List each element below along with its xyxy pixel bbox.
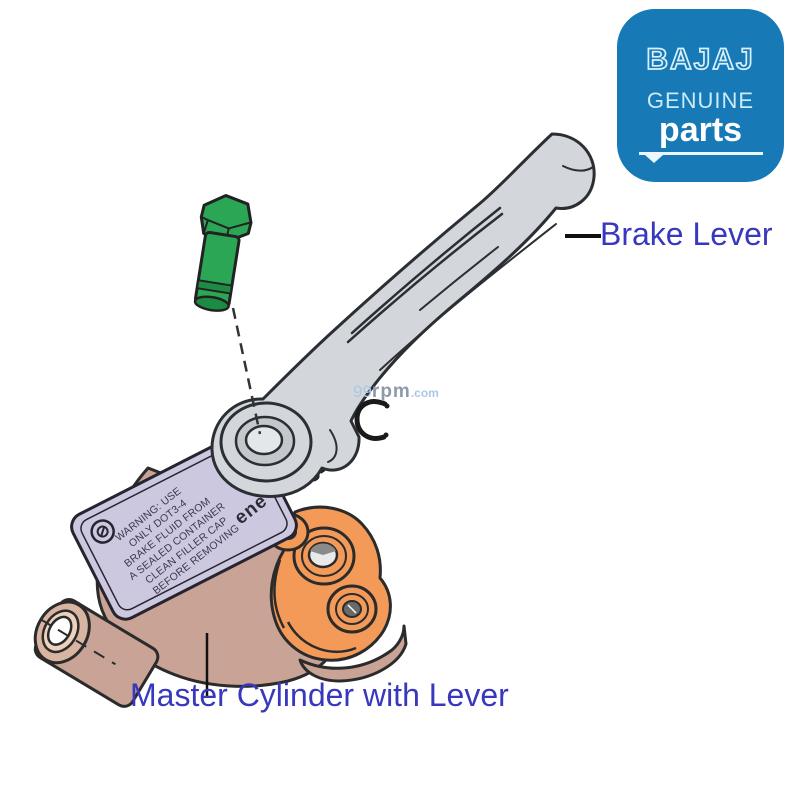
lever-pivot-boss [219, 401, 313, 483]
brake-lever-label: Brake Lever [600, 216, 773, 252]
logo-underline [638, 152, 763, 163]
pivot-bolt [193, 194, 253, 312]
assembly-dashed-line [231, 307, 262, 435]
clamp-screw-lower [326, 584, 378, 634]
master-cylinder-label: Master Cylinder with Lever [130, 677, 509, 713]
lever-blade [210, 132, 596, 499]
chevron-down-icon [644, 155, 663, 163]
watermark-name: rpm [371, 381, 411, 402]
cap-screw-left [90, 519, 115, 544]
parts-text: parts [658, 111, 743, 149]
reservoir-cap: WARNING: USE ONLY DOT3-4 BRAKE FLUID FRO… [70, 431, 298, 621]
bolt-hex-head [199, 194, 253, 244]
e-clip [354, 399, 390, 441]
watermark-suffix: .com [410, 386, 439, 400]
genuine-text: GENUINE [646, 88, 755, 113]
outlet-port [33, 598, 160, 708]
brake-lever [210, 132, 596, 499]
bajaj-genuine-parts-badge: BAJAJ GENUINE parts [617, 9, 784, 182]
bajaj-logo-text: BAJAJ [645, 43, 755, 76]
watermark-prefix: 99 [353, 382, 372, 401]
body-skirt [298, 624, 408, 683]
watermark: 99rpm.com [353, 382, 439, 401]
clamp-center-boss [292, 526, 356, 586]
